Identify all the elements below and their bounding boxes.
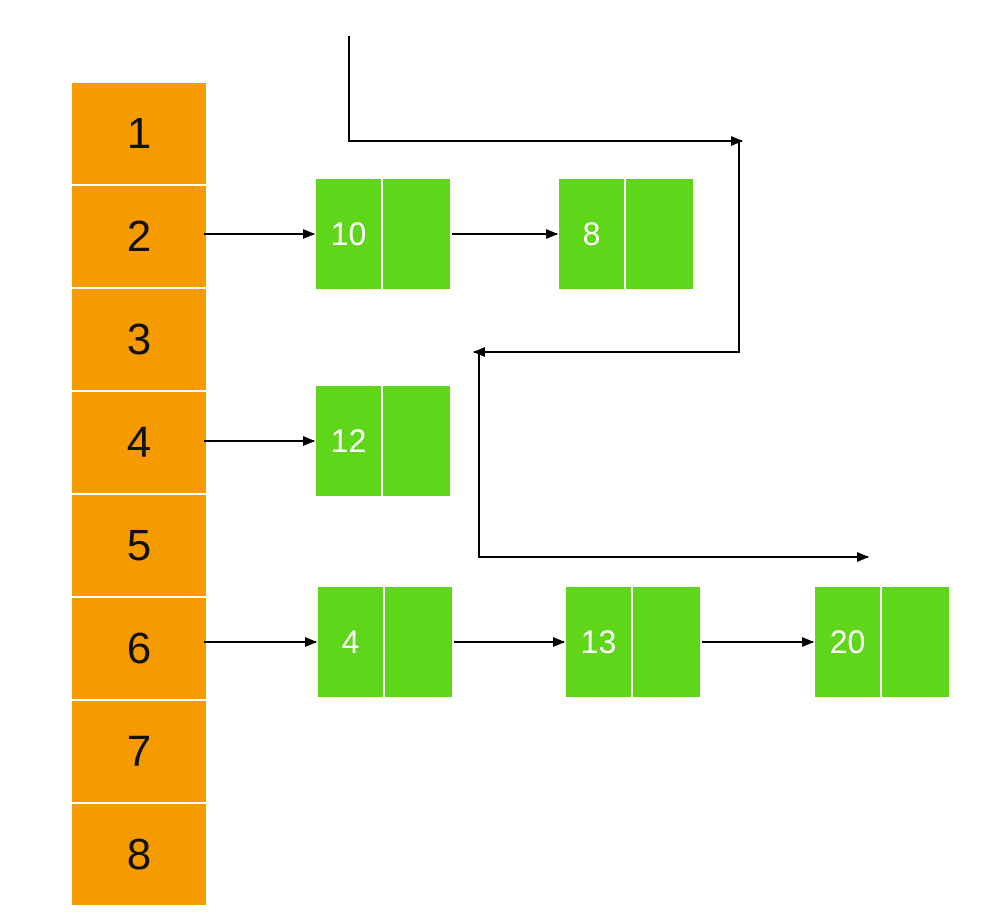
list-node-10: 10 [316,179,450,289]
bucket-label: 1 [126,108,152,158]
node-value: 13 [566,587,633,697]
bucket-label: 6 [126,623,152,673]
node-value: 10 [316,179,383,289]
bucket-array: 1 2 3 4 5 6 7 8 [72,83,206,905]
bucket-2: 2 [72,186,206,289]
connector-lower-elbow [478,352,869,562]
bucket-label: 5 [126,520,152,570]
bucket-label: 8 [126,829,152,879]
node-value: 20 [815,587,882,697]
connector-right-elbow [473,141,740,357]
list-node-8: 8 [559,179,693,289]
connector-top-elbow [348,36,743,146]
list-node-4: 4 [318,587,452,697]
bucket-7: 7 [72,701,206,804]
bucket-4: 4 [72,392,206,495]
bucket-label: 4 [126,417,152,467]
bucket-label: 7 [126,726,152,776]
bucket-label: 2 [126,211,152,261]
node-value: 12 [316,386,383,496]
bucket-6: 6 [72,598,206,701]
node-value: 4 [318,587,385,697]
bucket-label: 3 [126,314,152,364]
list-node-13: 13 [566,587,700,697]
node-value: 8 [559,179,626,289]
list-node-12: 12 [316,386,450,496]
bucket-5: 5 [72,495,206,598]
bucket-1: 1 [72,83,206,186]
list-node-20: 20 [815,587,949,697]
bucket-8: 8 [72,804,206,905]
bucket-3: 3 [72,289,206,392]
